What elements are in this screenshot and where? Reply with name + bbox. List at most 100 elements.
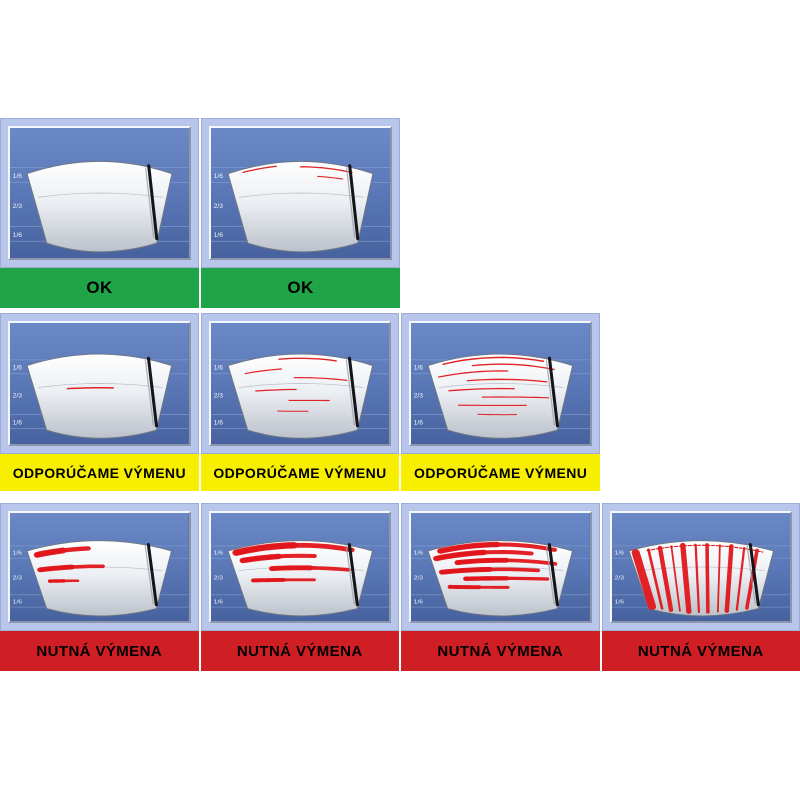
scale-label: 1/6 <box>414 550 424 556</box>
wear-streak <box>438 566 493 575</box>
wear-streak <box>448 387 516 392</box>
wiper-blade <box>147 164 159 241</box>
windshield-glass <box>427 353 574 439</box>
scale-label: 1/6 <box>13 599 23 605</box>
wear-streak <box>66 387 115 390</box>
wiper-blade <box>146 543 158 607</box>
wiper-blade-shadow <box>345 359 355 426</box>
panel-frame: 1/6 2/3 1/6 <box>0 503 199 631</box>
wear-streak <box>37 564 75 573</box>
scale-label: 2/3 <box>13 203 23 210</box>
wear-streak <box>433 549 488 562</box>
windshield-graphic: 1/6 2/3 1/6 <box>210 513 389 621</box>
vertical-wear-band <box>735 546 745 611</box>
wear-streaks <box>231 542 355 583</box>
scale-label: 1/6 <box>213 365 223 372</box>
windshield-graphic: 1/62/31/6 <box>10 128 189 258</box>
windshield-graphic: 1/62/31/6 <box>411 323 591 444</box>
status-label-recommend: ODPORÚČAME VÝMENU <box>0 454 199 491</box>
wear-streak <box>242 165 277 174</box>
scale-label: 1/6 <box>13 550 23 556</box>
glass-reflection-line <box>238 192 364 198</box>
scale-label: 2/3 <box>214 203 224 210</box>
status-label-recommend: ODPORÚČAME VÝMENU <box>200 454 400 491</box>
windshield-glass <box>26 540 173 617</box>
windshield-glass <box>226 353 373 439</box>
wear-streaks <box>33 546 105 583</box>
wiper-blade <box>347 356 359 428</box>
panel-frame: 1/6 2/3 1/6 <box>200 503 399 631</box>
scale-label: 2/3 <box>213 575 223 581</box>
windshield-graphic: 1/62/31/6 <box>611 513 790 621</box>
wiper-blade-shadow <box>144 359 155 426</box>
status-label-recommend: ODPORÚČAME VÝMENU <box>401 454 601 491</box>
wear-streaks <box>242 165 353 180</box>
wear-streak <box>277 357 337 362</box>
scale-label: 1/6 <box>213 420 223 427</box>
wear-streak <box>454 557 510 566</box>
scale-label: 1/6 <box>13 365 23 372</box>
wear-streak <box>250 577 286 583</box>
glass-reflection-line <box>439 383 564 388</box>
scale-label: 2/3 <box>13 575 23 581</box>
windshield-graphic: 1/62/31/6 <box>211 128 390 258</box>
scale-label: 1/6 <box>13 173 23 180</box>
wear-streak <box>254 388 297 392</box>
glass-reflection-line <box>238 383 364 388</box>
wear-streak <box>293 377 348 382</box>
wiper-blade-shadow <box>545 545 555 605</box>
wear-streak <box>231 542 298 556</box>
wear-streak <box>442 356 545 366</box>
wiper-blade-shadow <box>746 545 756 605</box>
wear-streaks <box>438 356 556 416</box>
scale-label: 1/6 <box>414 420 424 427</box>
wear-streaks <box>244 357 348 412</box>
wiper-blade-shadow <box>546 359 556 426</box>
wear-streaks <box>66 387 115 390</box>
wear-streak <box>33 547 67 558</box>
scale-label: 1/6 <box>13 420 23 427</box>
wear-streak <box>482 396 550 399</box>
wear-streaks <box>433 541 558 590</box>
illegible-red-annotation <box>646 544 763 553</box>
glass-reflection-line <box>37 383 163 388</box>
scale-label: 2/3 <box>414 393 424 400</box>
windshield-glass <box>26 353 173 439</box>
scale-label: 1/6 <box>213 550 223 556</box>
windshield-glass <box>26 160 173 253</box>
windshield-panel: 1/6 2/3 1/6 <box>208 511 391 623</box>
status-label-replace: NUTNÁ VÝMENA <box>200 631 399 671</box>
wiper-blade <box>548 356 560 428</box>
windshield-glass <box>227 160 374 253</box>
wear-streak <box>268 565 313 571</box>
scale-label: 1/6 <box>614 599 624 605</box>
scale-label: 1/6 <box>213 599 223 605</box>
status-label-replace: NUTNÁ VÝMENA <box>601 631 800 671</box>
windshield-panel: 1/6 2/3 1/6 <box>8 511 191 623</box>
wiper-blade <box>348 164 360 241</box>
wear-streak <box>472 363 556 371</box>
glass-reflection-line <box>37 192 163 198</box>
wiper-blade <box>547 543 559 607</box>
